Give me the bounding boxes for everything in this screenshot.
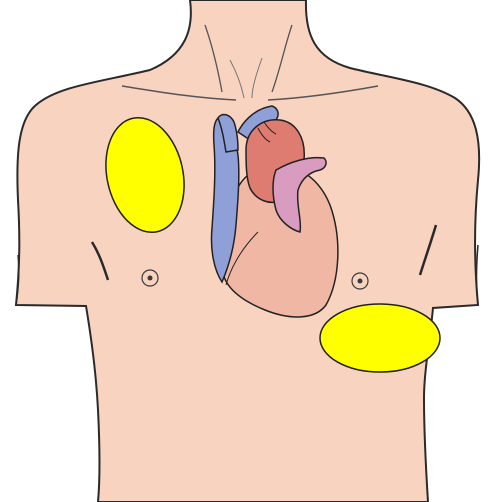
armpit-right: [477, 245, 479, 305]
defibrillator-pad-lower-left-chest: [320, 304, 440, 372]
